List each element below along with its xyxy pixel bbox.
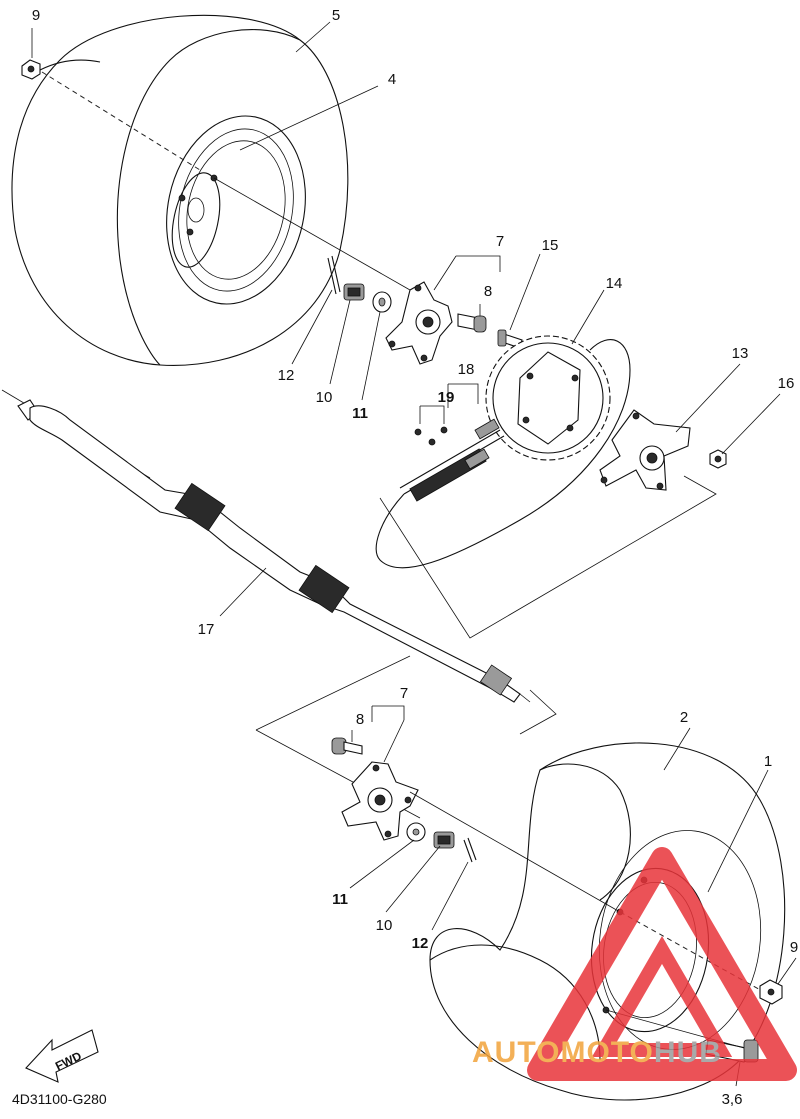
svg-text:AUTOMOTOHUB: AUTOMOTOHUB	[472, 1036, 722, 1069]
callout-7: 7	[496, 233, 504, 250]
chain-joint-18-19	[414, 418, 500, 470]
callout-14: 14	[606, 275, 623, 292]
upper-stud-8	[457, 313, 487, 333]
upper-castle-nut-10	[343, 283, 365, 301]
axis-line	[41, 71, 201, 171]
callout-12: 12	[412, 935, 429, 952]
callout-17: 17	[198, 621, 215, 638]
assembly-outline	[379, 475, 717, 639]
lower-castle-nut-10	[433, 831, 455, 849]
callout-9: 9	[790, 939, 798, 956]
lower-hub-7	[341, 761, 419, 841]
lower-cotter-pin-12	[463, 837, 477, 863]
callout-labels: 9 5 4 7 15 8 14 12 10 11 18 19 13 16 17 …	[32, 7, 798, 1108]
upper-nut-9	[21, 59, 41, 80]
rear-axle-17	[17, 399, 531, 703]
callout-10: 10	[316, 389, 333, 406]
callout-10: 10	[376, 917, 393, 934]
callout-19: 19	[438, 389, 455, 406]
callout-8: 8	[484, 283, 492, 300]
callout-4: 4	[388, 71, 396, 88]
leader-lines	[31, 21, 797, 1087]
lower-nut-9	[759, 979, 783, 1005]
callout-13: 13	[732, 345, 749, 362]
callout-8: 8	[356, 711, 364, 728]
callout-12: 12	[278, 367, 295, 384]
callout-5: 5	[332, 7, 340, 24]
callout-15: 15	[542, 237, 559, 254]
watermark: AUTOMOTOHUB	[472, 847, 797, 1081]
right-hub-13	[599, 409, 691, 491]
callout-2: 2	[680, 709, 688, 726]
lower-stud-8	[331, 737, 363, 755]
upper-tire	[11, 14, 349, 366]
fwd-arrow-icon: FWD	[25, 1029, 99, 1083]
callout-9: 9	[32, 7, 40, 24]
upper-hub-7	[385, 281, 453, 365]
diagram-code: 4D31100-G280	[12, 1091, 107, 1107]
upper-wheel-rim	[171, 172, 221, 268]
axis-line	[409, 791, 621, 913]
lower-washer-11	[406, 822, 426, 842]
callout-1: 1	[764, 753, 772, 770]
axis-line	[213, 177, 411, 291]
sprocket-14	[485, 335, 611, 461]
watermark-text-orange: AUTOMOTO	[472, 1036, 654, 1069]
callout-11: 11	[352, 405, 368, 422]
upper-cotter-pin-12	[327, 255, 341, 295]
nut-16	[709, 449, 727, 469]
callout-18: 18	[458, 361, 475, 378]
callout-7: 7	[400, 685, 408, 702]
callout-3-6: 3,6	[722, 1091, 743, 1108]
watermark-text-grey: HUB	[654, 1036, 722, 1069]
callout-16: 16	[778, 375, 795, 392]
callout-11: 11	[332, 891, 348, 908]
upper-washer-11	[372, 291, 392, 313]
